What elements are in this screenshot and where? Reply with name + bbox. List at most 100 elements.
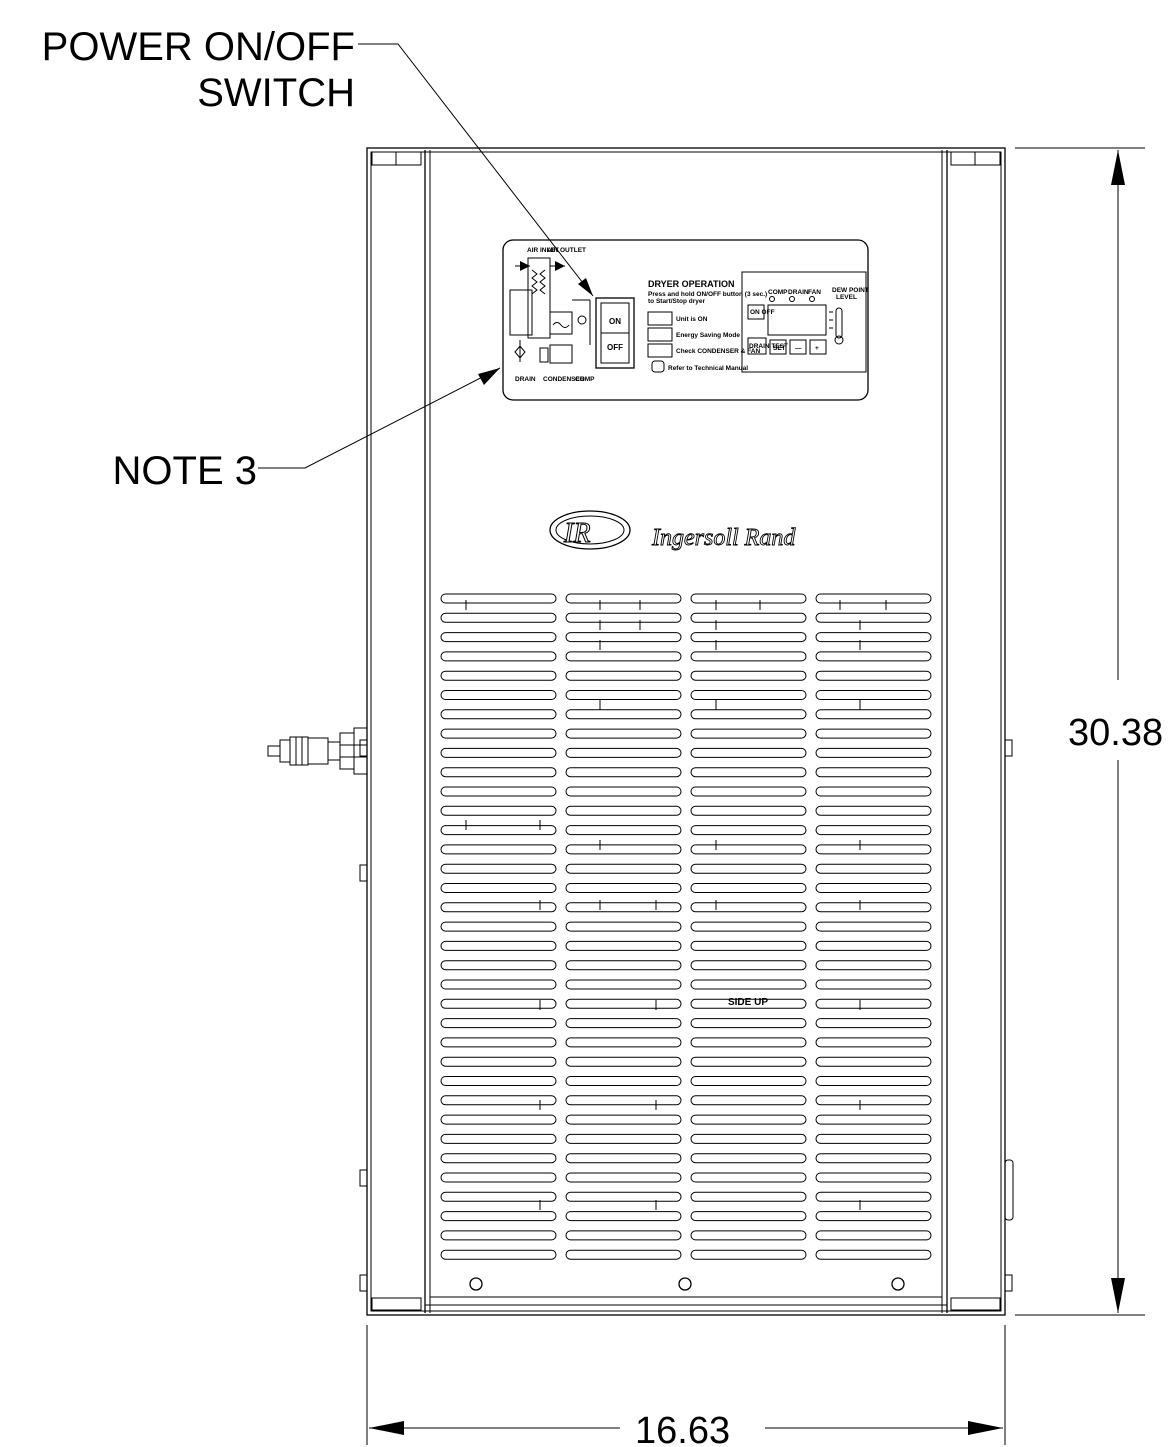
grille-slot	[815, 1191, 932, 1202]
grille-slot	[815, 998, 932, 1009]
dryer-cabinet	[359, 147, 1014, 1316]
grille-slot	[565, 979, 682, 990]
grille-slot	[690, 1018, 807, 1029]
grille-slot	[440, 998, 557, 1009]
grille-slot	[440, 593, 557, 604]
grille-slot	[565, 1153, 682, 1164]
grille-slot	[690, 767, 807, 778]
note-3-leader-line	[258, 367, 501, 469]
on-off-button-label: ON OFF	[750, 309, 775, 316]
indicator-drain-label: DRAIN	[788, 289, 809, 296]
legend-item-2: Energy Saving Mode	[676, 332, 740, 339]
grille-slot	[690, 844, 807, 855]
grille-slot	[565, 883, 682, 893]
grille-slot	[565, 1172, 682, 1183]
note-3-callout: NOTE 3	[113, 449, 257, 493]
minus-button-label: —	[795, 345, 802, 352]
digital-controller: COMP DRAIN FAN DEW POINT LEVEL ON OFF DR…	[741, 271, 869, 373]
grille-slot	[690, 998, 807, 1009]
grille-slot	[690, 690, 807, 700]
grille-slot	[440, 979, 557, 990]
on-off-button[interactable]	[747, 304, 765, 320]
grille-slot	[440, 960, 557, 971]
flow-schematic: AIR INLET AIR OUTLET DRAIN CONDENSER COM…	[509, 247, 595, 383]
grille-slot	[690, 1153, 807, 1164]
grille-slot	[815, 960, 932, 971]
grille-slot	[690, 1191, 807, 1202]
grille-slot	[690, 632, 807, 643]
grille-slot	[815, 1095, 932, 1106]
power-switch-callout-line2: SWITCH	[197, 71, 355, 115]
panel-subtitle-line1: Press and hold ON/OFF button (3 sec.)	[648, 291, 767, 298]
grille-slot	[690, 651, 807, 662]
grille-slot	[440, 1211, 557, 1222]
grille-slot	[690, 1211, 807, 1222]
power-on-off-switch[interactable]: ON OFF	[595, 297, 635, 369]
schematic-drain-label: DRAIN	[515, 376, 536, 383]
grille-slot	[690, 786, 807, 797]
grille-slot	[815, 1133, 932, 1144]
set-button-label: SET	[773, 345, 786, 352]
legend-item-1: Unit is ON	[676, 316, 708, 323]
grille-slot	[815, 883, 932, 893]
ventilation-grille	[440, 593, 932, 1260]
grille-slot	[565, 767, 682, 778]
minus-button[interactable]	[789, 339, 807, 355]
grille-slot	[815, 1172, 932, 1183]
grille-slot	[690, 805, 807, 816]
grille-slot	[440, 805, 557, 816]
drain-test-button[interactable]	[747, 337, 767, 355]
grille-slot	[815, 612, 932, 623]
grille-slot	[565, 1095, 682, 1106]
dew-point-label-line2: LEVEL	[836, 294, 857, 301]
grille-slot	[815, 728, 932, 739]
grille-slot	[440, 1172, 557, 1183]
grille-slot	[440, 612, 557, 623]
grille-slot	[815, 1018, 932, 1029]
grille-slot	[440, 632, 557, 643]
comp-led-icon	[769, 296, 775, 302]
grille-slot	[565, 921, 682, 932]
set-button[interactable]	[769, 339, 787, 355]
grille-slot	[690, 1037, 807, 1048]
grille-slot	[815, 921, 932, 932]
width-dimension: 16.63	[366, 1325, 1006, 1447]
indicator-fan-label: FAN	[808, 289, 821, 296]
height-dimension-value: 30.38	[1068, 712, 1163, 754]
grille-slot	[440, 940, 557, 951]
grille-slot	[440, 747, 557, 758]
grille-slot	[565, 998, 682, 1009]
schematic-comp-label: COMP	[575, 376, 595, 383]
grille-slot	[440, 651, 557, 662]
plus-button[interactable]	[809, 339, 827, 355]
grille-slot	[690, 1133, 807, 1144]
grille-slot	[815, 690, 932, 700]
grille-slot	[565, 960, 682, 971]
grille-slot	[690, 979, 807, 990]
drain-led-icon	[789, 296, 795, 302]
switch-on-label: ON	[609, 317, 621, 326]
grille-slot	[565, 1037, 682, 1048]
power-switch-callout-line1: POWER ON/OFF	[42, 25, 355, 69]
grille-slot	[440, 1230, 557, 1241]
grille-slot	[690, 902, 807, 913]
grille-slot	[440, 902, 557, 913]
power-switch-arrowhead	[578, 278, 593, 296]
grille-slot	[440, 883, 557, 893]
grille-slot	[815, 1153, 932, 1164]
schematic-air-outlet-label: AIR OUTLET	[547, 247, 586, 254]
brand-name: Ingersoll Rand	[651, 525, 796, 551]
schematic-air-inlet-label: AIR INLET	[527, 247, 559, 254]
plus-button-label: +	[815, 345, 819, 352]
grille-slot	[815, 709, 932, 720]
grille-slot	[440, 1191, 557, 1202]
grille-slot	[690, 940, 807, 951]
grille-slot	[690, 1095, 807, 1106]
grille-slot	[565, 1018, 682, 1029]
grille-slot	[440, 1076, 557, 1086]
grille-slot	[565, 786, 682, 797]
grille-slot	[815, 747, 932, 758]
grille-slot	[690, 863, 807, 874]
grille-slot	[565, 728, 682, 739]
grille-slot	[565, 940, 682, 951]
